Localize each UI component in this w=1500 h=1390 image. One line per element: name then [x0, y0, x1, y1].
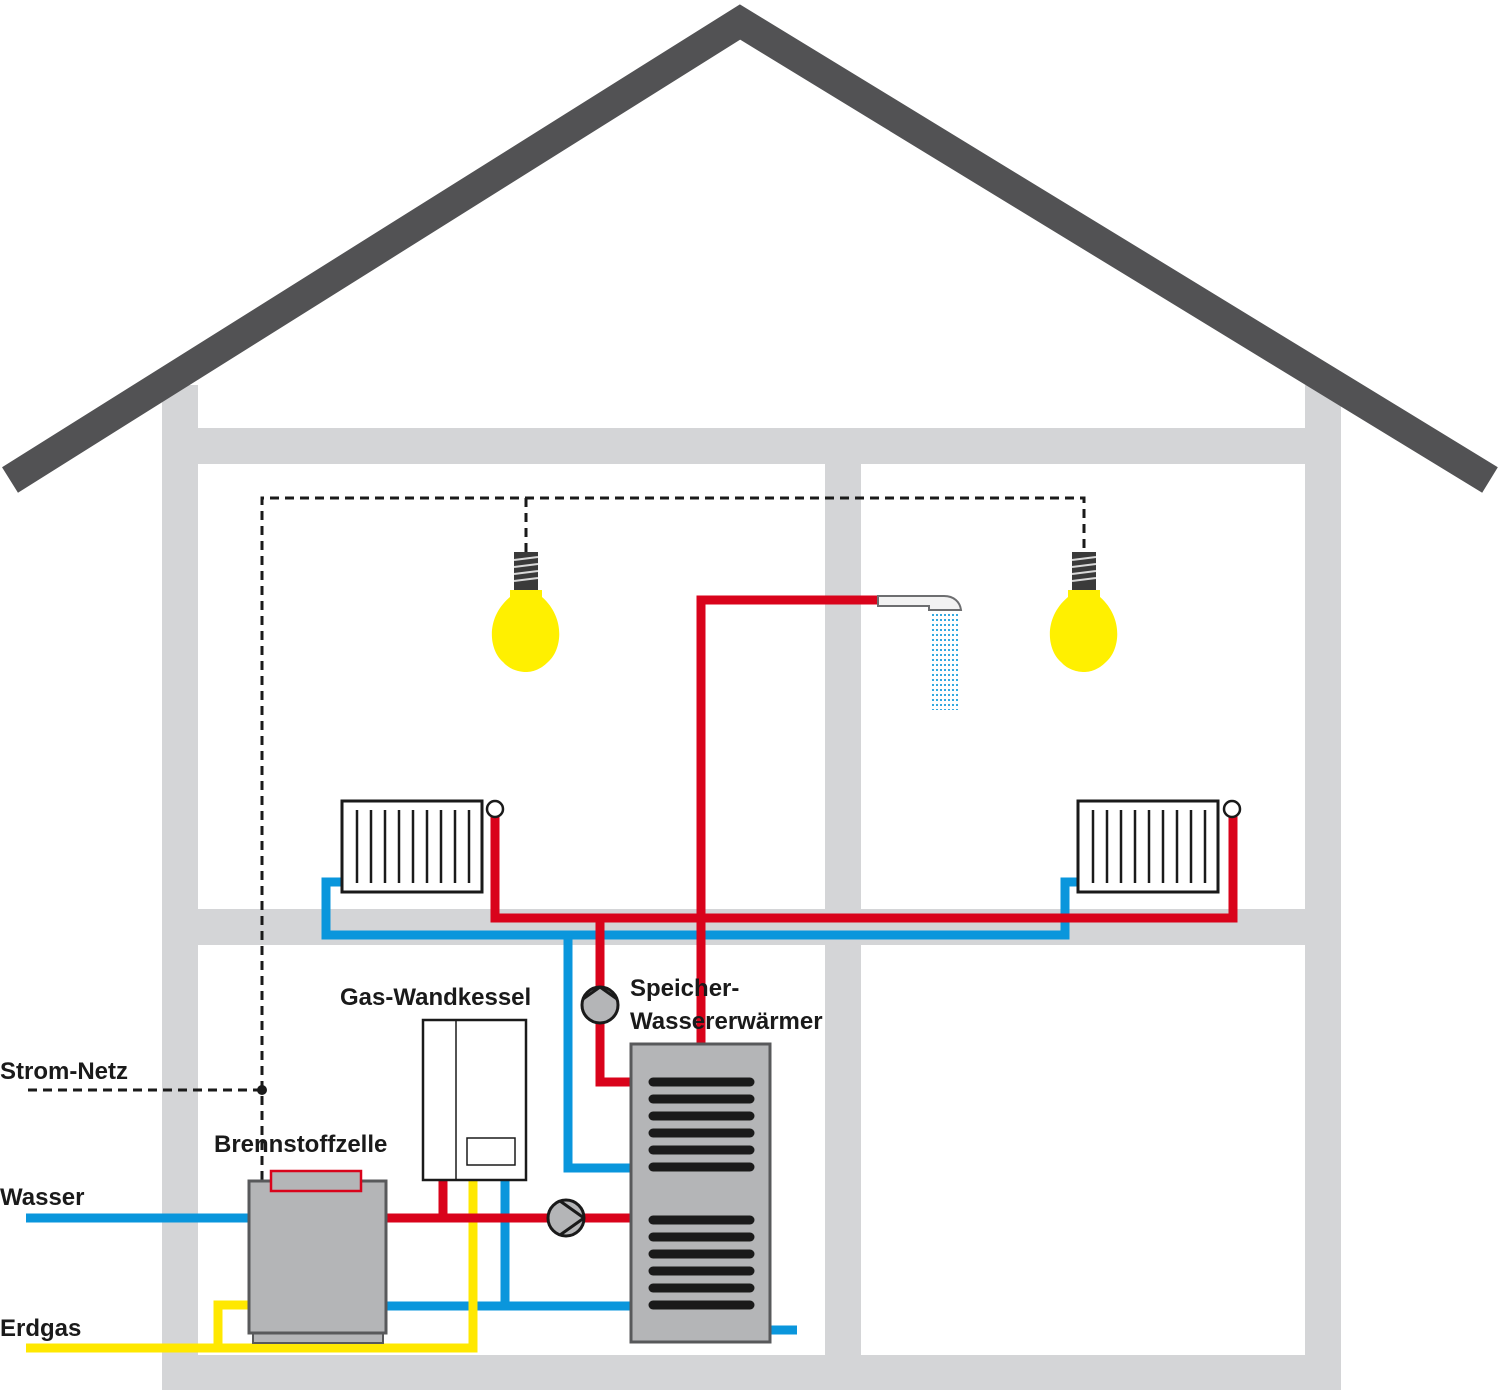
thermostat-valve-icon — [485, 799, 505, 819]
gas-main-line — [26, 1180, 478, 1353]
label-strom-netz: Strom-Netz — [0, 1058, 129, 1085]
lightbulb-icon — [491, 552, 560, 672]
ceiling-beam — [162, 428, 1341, 464]
label-gas-wandkessel: Gas-Wandkessel — [340, 984, 532, 1011]
fuel-cell-panel — [269, 1169, 363, 1193]
return-to-storage — [563, 935, 633, 1173]
heat-exchanger-lower — [648, 1215, 755, 1310]
fuel-cell-unit — [247, 1169, 388, 1344]
label-erdgas: Erdgas — [0, 1315, 82, 1342]
gas-fuel-cell-branch — [213, 1300, 249, 1348]
radiator-icon — [340, 799, 505, 894]
label-brennstoffzelle: Brennstoffzelle — [214, 1131, 388, 1158]
supply-from-storage — [595, 918, 633, 1087]
radiator-return-loop — [321, 877, 1080, 940]
label-speicher-line1: Speicher- — [630, 975, 740, 1002]
label-wasser: Wasser — [0, 1184, 85, 1211]
grid-junction-dot — [257, 1085, 267, 1095]
heat-exchanger-upper — [648, 1077, 755, 1172]
cold-water-pipes — [26, 877, 1080, 1335]
label-speicher-line2: Wassererwärmer — [630, 1008, 823, 1035]
pump-icon — [546, 1198, 586, 1238]
electric-line-main — [260, 496, 1086, 1180]
boiler-display — [466, 1137, 516, 1166]
radiator-icon — [1076, 799, 1242, 894]
gas-pipes — [26, 1180, 478, 1353]
pump-icon — [580, 985, 620, 1025]
thermostat-valve-icon — [1222, 799, 1242, 819]
ground-floor — [162, 1355, 1341, 1390]
hot-water-pipes — [386, 595, 1238, 1223]
roof — [2, 4, 1498, 493]
right-outer-wall — [1305, 385, 1341, 1390]
gas-wall-boiler — [421, 1018, 528, 1182]
lightbulb-icon — [1049, 552, 1118, 672]
left-outer-wall — [162, 385, 198, 1390]
storage-water-heater — [629, 1042, 772, 1344]
shower-supply-pipe — [696, 595, 880, 1045]
shower-head-icon — [877, 595, 963, 710]
electric-network — [28, 496, 1086, 1180]
center-wall — [825, 428, 861, 1390]
radiator-supply-loop — [490, 815, 1238, 923]
